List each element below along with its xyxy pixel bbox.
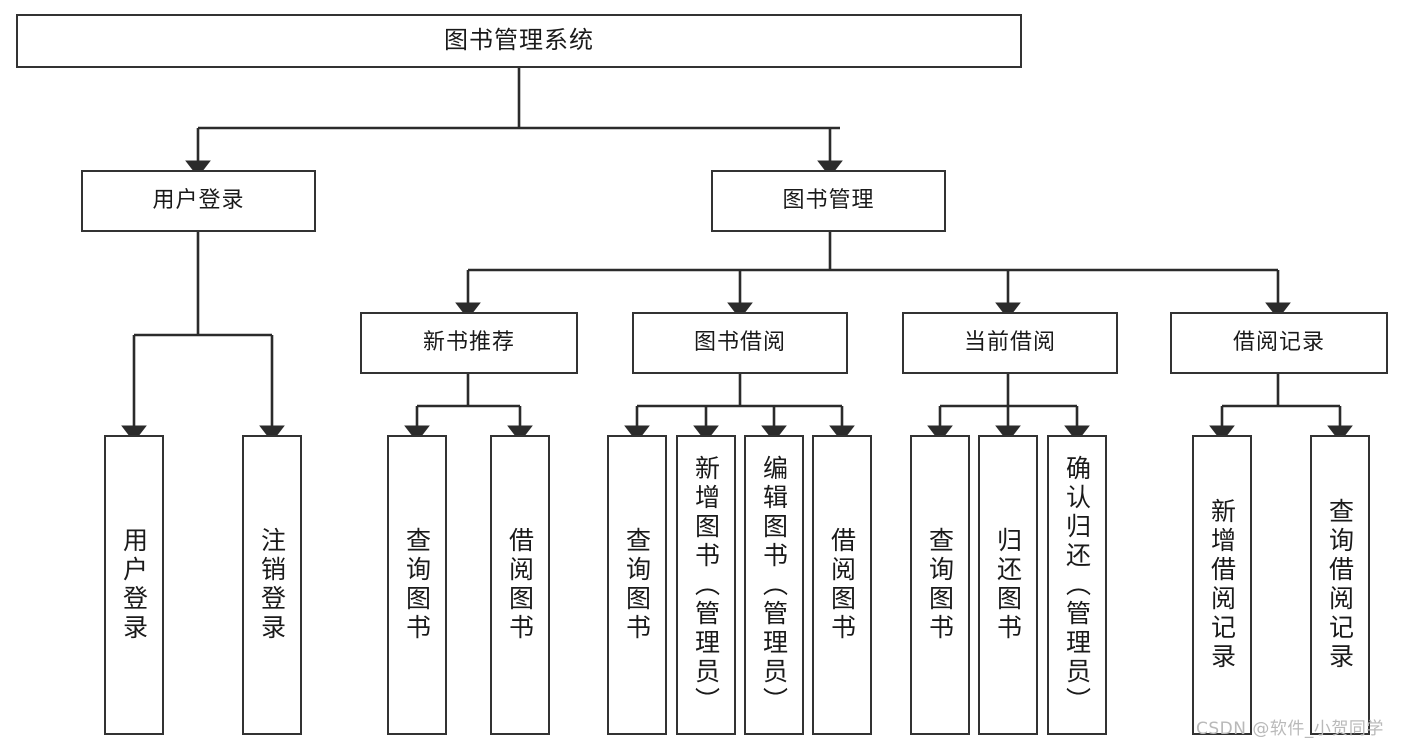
node-current-borrow-label: 当前借阅 (963, 330, 1056, 356)
node-leaf-borrow-book-borrow-label: 借阅图书 (827, 527, 857, 643)
node-root-label: 图书管理系统 (444, 26, 594, 55)
csdn-watermark: CSDN @软件_小贺同学 (1196, 719, 1384, 739)
node-user-login[interactable]: 用户登录 (81, 170, 316, 232)
node-leaf-borrow-book-recommend[interactable]: 借阅图书 (490, 435, 550, 735)
node-leaf-query-book-borrow[interactable]: 查询图书 (607, 435, 667, 735)
node-leaf-query-book-borrow-label: 查询图书 (622, 527, 652, 643)
node-leaf-add-book-admin[interactable]: 新增图书（管理员） (676, 435, 736, 735)
node-leaf-borrow-book-borrow[interactable]: 借阅图书 (812, 435, 872, 735)
node-borrow-record[interactable]: 借阅记录 (1170, 312, 1388, 374)
node-book-management-label: 图书管理 (782, 188, 875, 214)
node-leaf-user-login-label: 用户登录 (119, 527, 149, 643)
node-leaf-add-borrow-record-label: 新增借阅记录 (1207, 498, 1237, 672)
node-new-book-recommend-label: 新书推荐 (422, 330, 515, 356)
node-leaf-add-book-admin-label: 新增图书（管理员） (691, 454, 721, 716)
node-root-book-management-system[interactable]: 图书管理系统 (16, 14, 1022, 68)
node-leaf-confirm-return-admin-label: 确认归还（管理员） (1062, 454, 1092, 716)
node-book-management[interactable]: 图书管理 (711, 170, 946, 232)
node-current-borrow[interactable]: 当前借阅 (902, 312, 1118, 374)
node-leaf-query-borrow-record[interactable]: 查询借阅记录 (1310, 435, 1370, 735)
node-book-borrow-label: 图书借阅 (693, 330, 786, 356)
node-leaf-query-book-recommend[interactable]: 查询图书 (387, 435, 447, 735)
node-leaf-query-book-recommend-label: 查询图书 (402, 527, 432, 643)
node-borrow-record-label: 借阅记录 (1232, 330, 1325, 356)
node-leaf-query-book-current-label: 查询图书 (925, 527, 955, 643)
node-new-book-recommend[interactable]: 新书推荐 (360, 312, 578, 374)
node-leaf-confirm-return-admin[interactable]: 确认归还（管理员） (1047, 435, 1107, 735)
node-leaf-user-logout[interactable]: 注销登录 (242, 435, 302, 735)
node-leaf-edit-book-admin[interactable]: 编辑图书（管理员） (744, 435, 804, 735)
node-user-login-label: 用户登录 (152, 188, 245, 214)
node-leaf-borrow-book-recommend-label: 借阅图书 (505, 527, 535, 643)
node-leaf-return-book-label: 归还图书 (993, 527, 1023, 643)
node-leaf-query-borrow-record-label: 查询借阅记录 (1325, 498, 1355, 672)
node-leaf-query-book-current[interactable]: 查询图书 (910, 435, 970, 735)
node-leaf-edit-book-admin-label: 编辑图书（管理员） (759, 454, 789, 716)
node-leaf-user-login[interactable]: 用户登录 (104, 435, 164, 735)
node-leaf-add-borrow-record[interactable]: 新增借阅记录 (1192, 435, 1252, 735)
node-leaf-return-book[interactable]: 归还图书 (978, 435, 1038, 735)
node-leaf-user-logout-label: 注销登录 (257, 527, 287, 643)
node-book-borrow[interactable]: 图书借阅 (632, 312, 848, 374)
